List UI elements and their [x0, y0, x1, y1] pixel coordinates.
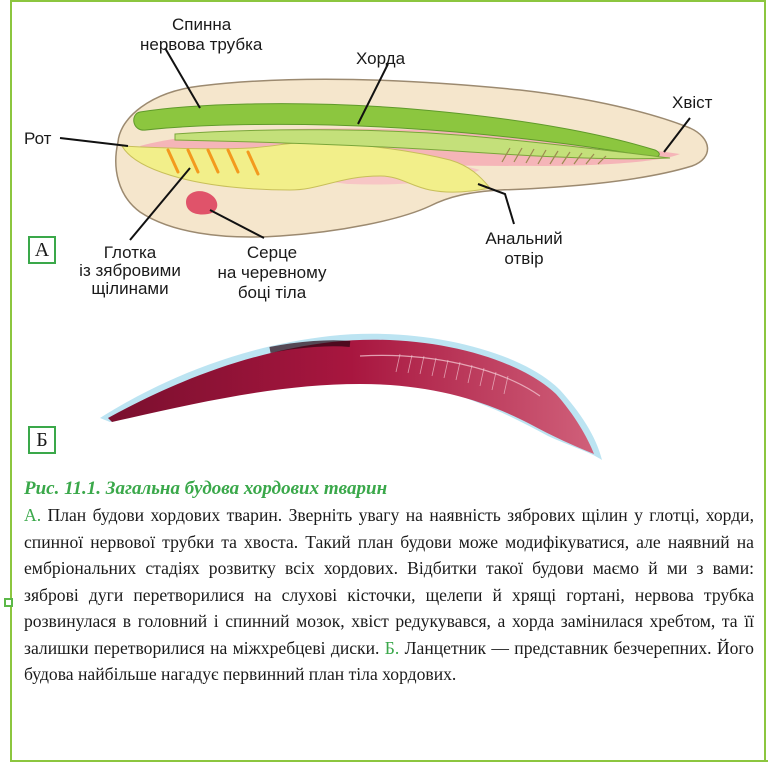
frame-bottom-edge: [10, 760, 768, 762]
svg-text:із зябровими: із зябровими: [79, 261, 181, 280]
svg-text:Серце: Серце: [247, 243, 297, 262]
body-plan-a: Спинна нервова трубка Хорда Хвіст Рот Гл…: [24, 15, 713, 302]
caption-body: А. План будови хордових тварин. Зверніть…: [24, 502, 754, 688]
chordate-diagram: Спинна нервова трубка Хорда Хвіст Рот Гл…: [0, 0, 772, 475]
panel-letter-b: Б: [28, 426, 56, 454]
margin-marker: [4, 598, 13, 607]
caption-title: Рис. 11.1. Загальна будова хордових твар…: [24, 476, 754, 502]
svg-text:щілинами: щілинами: [91, 279, 168, 298]
label-pharynx: Глотка із зябровими щілинами: [79, 243, 181, 298]
svg-text:Глотка: Глотка: [104, 243, 157, 262]
caption-text-a: План будови хордових тварин. Зверніть ув…: [24, 505, 754, 658]
panel-letter-a: А: [28, 236, 56, 264]
figure-caption: Рис. 11.1. Загальна будова хордових твар…: [24, 476, 754, 688]
label-anus: Анальний отвір: [485, 229, 562, 268]
label-heart: Серце на черевному боці тіла: [217, 243, 327, 302]
svg-text:отвір: отвір: [504, 249, 543, 268]
svg-text:Спинна: Спинна: [172, 15, 232, 34]
lancelet-image: [100, 334, 602, 460]
svg-text:на черевному: на черевному: [217, 263, 327, 282]
label-mouth: Рот: [24, 129, 52, 148]
caption-marker-b: Б.: [385, 638, 400, 658]
label-neural-tube: Спинна нервова трубка: [140, 15, 263, 54]
frame-left-edge-lower: [10, 606, 12, 762]
svg-text:Анальний: Анальний: [485, 229, 562, 248]
label-tail: Хвіст: [672, 93, 713, 112]
svg-text:боці тіла: боці тіла: [238, 283, 307, 302]
label-notochord: Хорда: [356, 49, 406, 68]
svg-text:нервова трубка: нервова трубка: [140, 35, 263, 54]
caption-marker-a: А.: [24, 505, 41, 525]
